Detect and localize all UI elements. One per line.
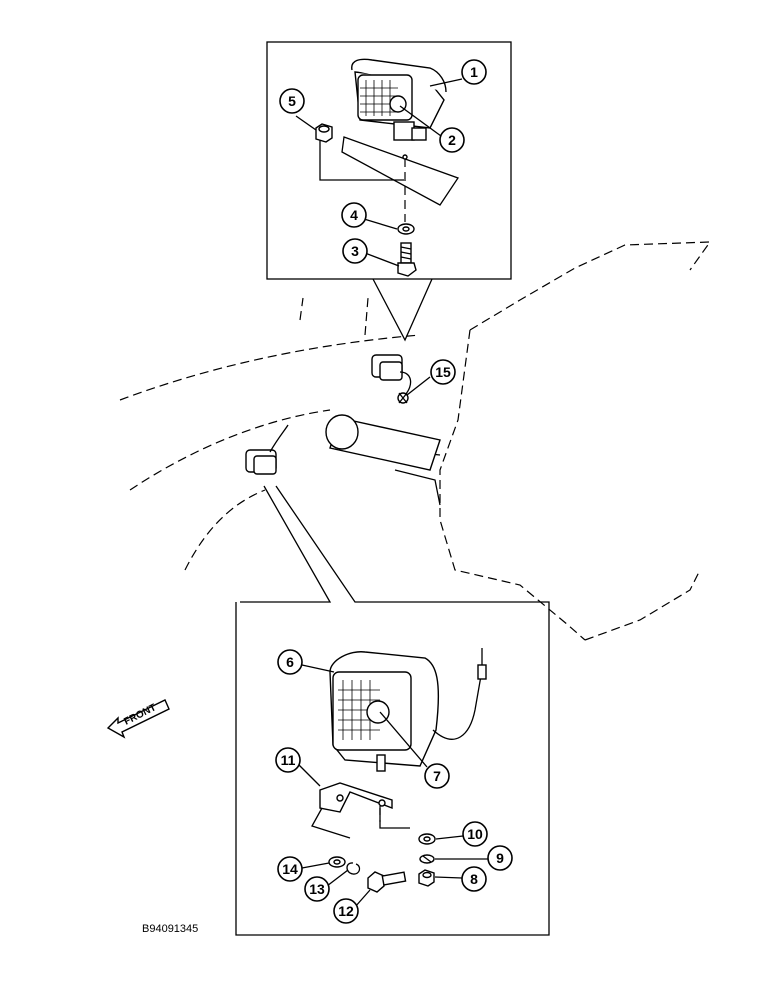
callout-9: 9 [487, 845, 513, 871]
nut-5 [315, 123, 333, 143]
svg-text:4: 4 [350, 207, 358, 223]
boom-cylinder [325, 414, 441, 471]
bolt-3 [397, 242, 417, 277]
mounting-bracket-11 [311, 782, 410, 839]
lockwasher-13 [346, 862, 361, 875]
callout-11: 11 [275, 747, 301, 773]
callout-15: 15 [430, 359, 456, 385]
callout-2: 2 [439, 127, 465, 153]
svg-text:11: 11 [281, 752, 296, 768]
washer-10 [418, 833, 436, 845]
svg-text:9: 9 [496, 850, 504, 866]
callout-3: 3 [342, 238, 368, 264]
svg-text:1: 1 [470, 64, 478, 80]
svg-text:8: 8 [470, 871, 478, 887]
washer-14 [328, 856, 346, 868]
callout-8: 8 [461, 866, 487, 892]
svg-text:5: 5 [288, 93, 296, 109]
callout-13: 13 [304, 876, 330, 902]
upper-detail-panel [266, 41, 512, 342]
machine-outline [119, 241, 712, 641]
svg-text:15: 15 [435, 364, 451, 380]
svg-text:10: 10 [467, 826, 483, 842]
lockwasher-9 [419, 854, 435, 864]
callout-6: 6 [277, 649, 303, 675]
nut-8 [418, 869, 435, 887]
callout-5: 5 [279, 88, 305, 114]
front-direction-arrow: FRONT [106, 699, 170, 739]
drawing-code: B94091345 [142, 923, 198, 935]
boom-lamp-upper [371, 354, 412, 396]
svg-text:13: 13 [309, 881, 325, 897]
leader-lines [295, 78, 488, 908]
washer-4 [397, 223, 415, 235]
lower-detail-panel [235, 485, 550, 936]
cab-lamp-left [245, 424, 289, 475]
callout-1: 1 [461, 59, 487, 85]
svg-text:12: 12 [338, 903, 354, 919]
svg-text:6: 6 [286, 654, 294, 670]
callout-14: 14 [277, 856, 303, 882]
callout-12: 12 [333, 898, 359, 924]
callout-4: 4 [341, 202, 367, 228]
svg-text:14: 14 [282, 861, 298, 877]
harness-clip [397, 392, 409, 404]
svg-text:3: 3 [351, 243, 359, 259]
work-lamp-upper [351, 58, 447, 141]
callout-7: 7 [424, 763, 450, 789]
bolt-12 [367, 871, 407, 893]
svg-text:2: 2 [448, 132, 456, 148]
callout-10: 10 [462, 821, 488, 847]
work-lamp-lower [329, 648, 487, 772]
svg-text:7: 7 [433, 768, 441, 784]
